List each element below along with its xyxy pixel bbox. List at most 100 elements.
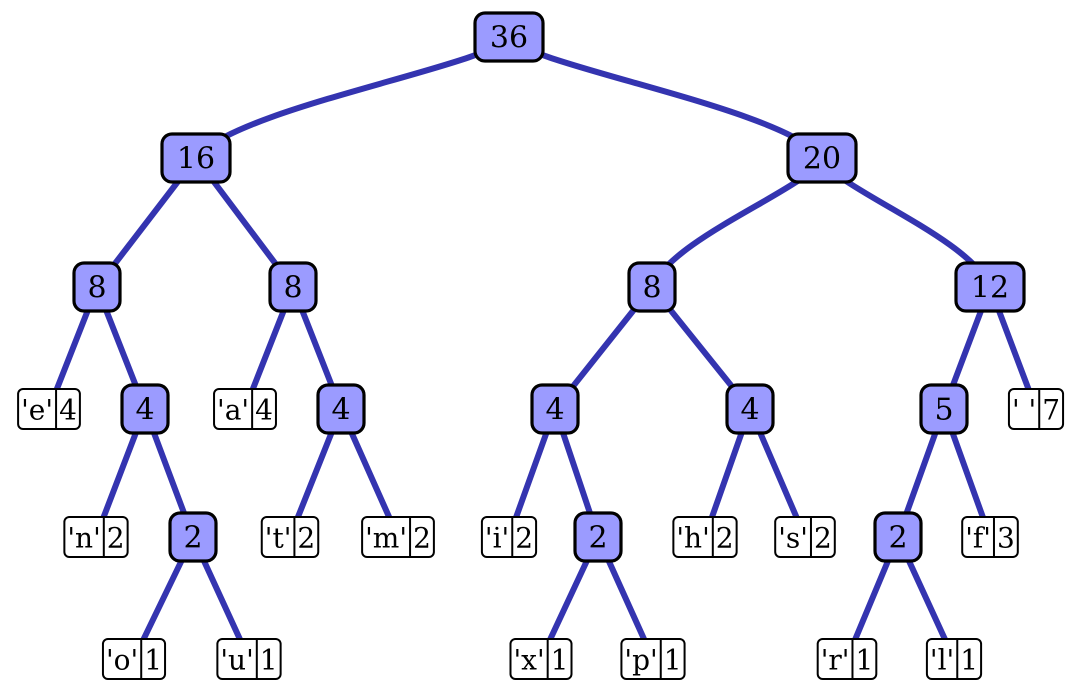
leaf-node-lp: 'p'1 xyxy=(620,638,686,680)
internal-node-box xyxy=(725,383,775,435)
internal-node-weight: 8 xyxy=(283,271,302,306)
internal-node-box xyxy=(919,383,969,435)
leaf-symbol: 'n' xyxy=(67,522,100,555)
leaf-count: 1 xyxy=(664,644,682,677)
leaf-count: 1 xyxy=(960,644,978,677)
leaf-symbol: 'l' xyxy=(930,644,954,677)
internal-node-weight: 36 xyxy=(490,21,528,56)
internal-node-box xyxy=(573,511,623,563)
internal-node-n20: 20 xyxy=(786,132,858,184)
internal-node-box xyxy=(268,261,318,313)
internal-node-box xyxy=(627,261,677,313)
leaf-box xyxy=(672,516,738,558)
leaf-symbol: 'o' xyxy=(106,644,138,677)
internal-node-box xyxy=(316,383,366,435)
leaf-count: 1 xyxy=(144,644,162,677)
internal-node-weight: 2 xyxy=(888,521,907,556)
leaf-count: 2 xyxy=(297,522,315,555)
leaf-symbol: 'h' xyxy=(676,522,709,555)
internal-node-weight: 2 xyxy=(183,521,202,556)
leaf-symbol: 'f' xyxy=(965,522,991,555)
internal-node-box xyxy=(786,132,858,184)
internal-node-weight: 8 xyxy=(642,271,661,306)
internal-node-weight: 20 xyxy=(803,142,841,177)
internal-node-n8a: 8 xyxy=(72,261,122,313)
leaf-box xyxy=(101,638,167,680)
internal-node-weight: 4 xyxy=(545,393,564,428)
internal-node-weight: 2 xyxy=(588,521,607,556)
leaf-box xyxy=(1007,388,1065,430)
leaf-count: 2 xyxy=(716,522,734,555)
internal-node-n36: 36 xyxy=(473,11,545,63)
leaf-count: 3 xyxy=(997,522,1015,555)
internal-node-n4b: 4 xyxy=(316,383,366,435)
leaf-count: 4 xyxy=(255,394,273,427)
tree-edges xyxy=(46,34,1039,662)
internal-node-n2a: 2 xyxy=(168,511,218,563)
leaf-box xyxy=(216,638,282,680)
internal-node-weight: 4 xyxy=(331,393,350,428)
leaf-node-lo: 'o'1 xyxy=(101,638,167,680)
leaf-box xyxy=(480,516,538,558)
leaf-symbol: 'a' xyxy=(217,394,249,427)
leaf-node-lh: 'h'2 xyxy=(672,516,738,558)
internal-node-box xyxy=(954,261,1026,313)
leaf-node-la: 'a'4 xyxy=(213,388,277,430)
leaf-node-li: 'i'2 xyxy=(480,516,538,558)
leaf-symbol: 't' xyxy=(265,522,292,555)
internal-node-n5: 5 xyxy=(919,383,969,435)
leaf-node-lsp: ' '7 xyxy=(1007,388,1065,430)
leaf-box xyxy=(816,638,878,680)
leaf-count: 1 xyxy=(260,644,278,677)
leaf-count: 7 xyxy=(1042,394,1060,427)
internal-node-box xyxy=(72,261,122,313)
internal-node-n4c: 4 xyxy=(530,383,580,435)
leaf-symbol: 'r' xyxy=(821,644,850,677)
leaf-count: 2 xyxy=(107,522,125,555)
internal-node-box xyxy=(160,132,232,184)
leaf-symbol: ' ' xyxy=(1012,394,1036,427)
internal-node-box xyxy=(473,11,545,63)
internal-node-n4d: 4 xyxy=(725,383,775,435)
leaf-count: 4 xyxy=(59,394,77,427)
internal-node-weight: 16 xyxy=(177,142,215,177)
leaf-count: 2 xyxy=(814,522,832,555)
leaf-node-lt: 't'2 xyxy=(260,516,320,558)
internal-node-n4a: 4 xyxy=(120,383,170,435)
leaf-symbol: 'i' xyxy=(485,522,509,555)
internal-node-weight: 4 xyxy=(740,393,759,428)
internal-node-n8b: 8 xyxy=(268,261,318,313)
leaf-node-le: 'e'4 xyxy=(17,388,81,430)
internal-node-box xyxy=(168,511,218,563)
leaf-box xyxy=(509,638,573,680)
leaf-node-ll: 'l'1 xyxy=(925,638,983,680)
leaf-symbol: 'x' xyxy=(513,644,544,677)
leaf-symbol: 'p' xyxy=(624,644,657,677)
leaf-box xyxy=(17,388,81,430)
leaf-symbol: 's' xyxy=(778,522,808,555)
leaf-box xyxy=(63,516,129,558)
internal-node-box xyxy=(530,383,580,435)
internal-node-weight: 8 xyxy=(87,271,106,306)
leaf-node-lx: 'x'1 xyxy=(509,638,573,680)
leaf-count: 2 xyxy=(413,522,431,555)
leaf-count: 1 xyxy=(551,644,569,677)
internal-node-weight: 5 xyxy=(934,393,953,428)
leaf-box xyxy=(774,516,836,558)
leaf-symbol: 'e' xyxy=(21,394,53,427)
leaf-box xyxy=(961,516,1019,558)
leaf-box xyxy=(620,638,686,680)
internal-node-weight: 12 xyxy=(971,271,1009,306)
leaf-node-lf: 'f'3 xyxy=(961,516,1019,558)
internal-node-box xyxy=(873,511,923,563)
internal-node-n8c: 8 xyxy=(627,261,677,313)
internal-node-box xyxy=(120,383,170,435)
leaf-symbol: 'm' xyxy=(365,522,407,555)
internal-node-n16: 16 xyxy=(160,132,232,184)
leaf-count: 1 xyxy=(855,644,873,677)
edge-n36-n16 xyxy=(193,34,512,161)
internal-node-n2c: 2 xyxy=(873,511,923,563)
leaf-node-lr: 'r'1 xyxy=(816,638,878,680)
